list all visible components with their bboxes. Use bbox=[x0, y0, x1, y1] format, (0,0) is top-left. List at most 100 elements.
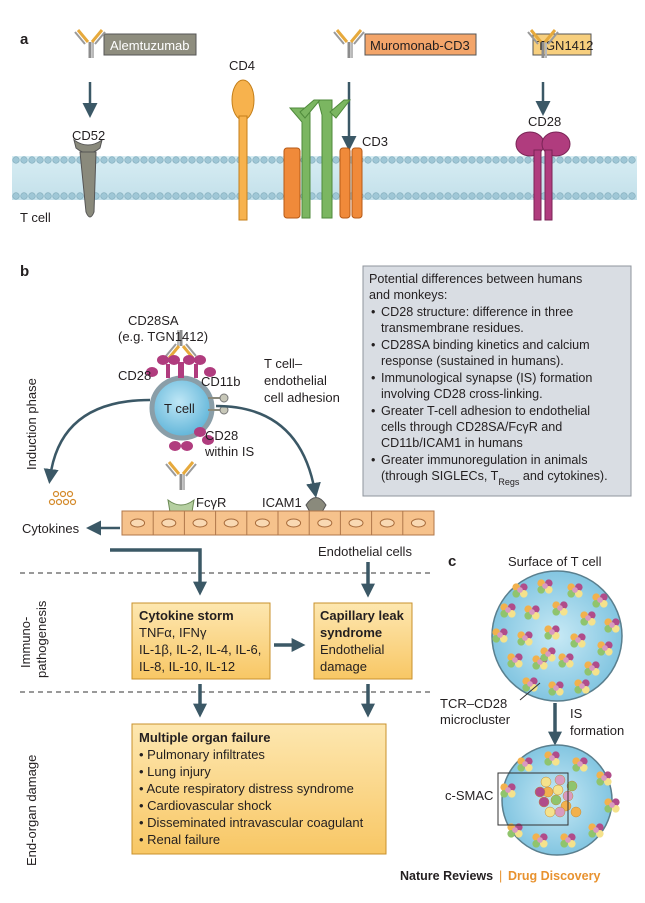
alemtuzumab-label: Alemtuzumab bbox=[110, 38, 189, 53]
cd28sa-example: (e.g. TGN1412) bbox=[118, 329, 208, 344]
differences-item-line: Immunological synapse (IS) formation bbox=[381, 371, 592, 385]
muromonab-tag bbox=[364, 33, 477, 56]
cd52-molecule-icon bbox=[73, 138, 103, 218]
cd28sa-binding-icon bbox=[146, 328, 216, 378]
capillary-leak-title1: Capillary leak bbox=[320, 608, 405, 623]
endothelial-cell-layer bbox=[121, 510, 435, 536]
cd4-label: CD4 bbox=[229, 58, 255, 73]
differences-item-line: (through SIGLECs, TRegs and cytokines). bbox=[381, 469, 608, 487]
differences-bullet: • bbox=[371, 305, 375, 319]
differences-item-line: CD28SA binding kinetics and calcium bbox=[381, 338, 590, 352]
differences-item-line: involving CD28 cross-linking. bbox=[381, 387, 543, 401]
cd4-molecule-icon bbox=[231, 79, 255, 221]
cd11b-label: CD11b bbox=[201, 374, 241, 389]
phase-induction: Induction phase bbox=[24, 378, 39, 470]
t-cell-membrane-label: T cell bbox=[20, 210, 51, 225]
microcluster-label-1: TCR–CD28 bbox=[440, 696, 507, 711]
csmac-label: c-SMAC bbox=[445, 788, 493, 803]
csmac-box bbox=[497, 772, 569, 826]
muromonab-label: Muromonab-CD3 bbox=[370, 38, 470, 53]
t-cell-label: T cell bbox=[164, 401, 195, 416]
differences-heading-1: Potential differences between humans bbox=[369, 272, 582, 286]
tcr-cd3-complex-icon bbox=[283, 99, 363, 219]
fcgr-binding-icon bbox=[164, 441, 198, 513]
fcgr-label: FcγR bbox=[196, 495, 226, 510]
cd28-molecule-icon bbox=[515, 131, 571, 221]
organ-failure-box bbox=[131, 723, 387, 855]
microcluster-label-2: microcluster bbox=[440, 712, 511, 727]
panel-b-label: b bbox=[20, 263, 29, 280]
organ-failure-item: • Acute respiratory distress syndrome bbox=[139, 781, 354, 796]
cytokine-storm-line3: IL-8, IL-10, IL-12 bbox=[139, 659, 235, 674]
cytokine-storm-box bbox=[131, 602, 271, 680]
organ-failure-item: • Pulmonary infiltrates bbox=[139, 747, 265, 762]
csmac-molecule-icon bbox=[544, 806, 556, 818]
csmac-molecule-icon bbox=[538, 796, 550, 808]
alemtuzumab-antibody-icon bbox=[73, 28, 107, 60]
phase-end-organ: End-organ damage bbox=[24, 755, 39, 866]
cd28sa-label: CD28SA bbox=[128, 313, 179, 328]
organ-failure-item: • Lung injury bbox=[139, 764, 211, 779]
b-cd28-label: CD28 bbox=[118, 368, 151, 383]
arrow-to-cytokines bbox=[43, 398, 151, 484]
csmac-molecule-icon bbox=[540, 776, 552, 788]
capillary-leak-line2: damage bbox=[320, 659, 367, 674]
cd28-within-is-line1: CD28 bbox=[205, 428, 238, 443]
cd28-within-is-line2: within IS bbox=[204, 444, 254, 459]
cytokines-label: Cytokines bbox=[22, 521, 80, 536]
cytokine-storm-line1: TNFα, IFNγ bbox=[139, 625, 207, 640]
species-differences-box bbox=[362, 265, 632, 497]
organ-failure-item: • Renal failure bbox=[139, 832, 220, 847]
differences-heading-2: and monkeys: bbox=[369, 288, 447, 302]
cytokine-particles-icon bbox=[48, 490, 77, 506]
differences-item-line: response (sustained in humans). bbox=[381, 354, 564, 368]
alemtuzumab-tag bbox=[103, 33, 197, 56]
csmac-molecule-icon bbox=[554, 774, 566, 786]
is-formation-2: formation bbox=[570, 723, 624, 738]
endothelial-label: Endothelial cells bbox=[318, 544, 412, 559]
differences-item-line: CD28 structure: difference in three bbox=[381, 305, 573, 319]
differences-bullet: • bbox=[371, 338, 375, 352]
csmac-molecule-icon bbox=[554, 806, 566, 818]
phase-pathogenesis: pathogenesis bbox=[34, 600, 49, 678]
arrow-to-cytokine-storm bbox=[110, 548, 207, 596]
is-formation-1: IS bbox=[570, 706, 583, 721]
differences-bullet: • bbox=[371, 453, 375, 467]
panel-c-label: c bbox=[448, 553, 456, 570]
arrow-to-icam1 bbox=[215, 404, 321, 498]
capillary-leak-title2: syndrome bbox=[320, 625, 382, 640]
csmac-molecule-icon bbox=[570, 806, 582, 818]
adhesion-line2: endothelial bbox=[264, 373, 327, 388]
cd3-label: CD3 bbox=[362, 134, 388, 149]
cd28-within-is-icon bbox=[194, 427, 214, 445]
credit-section: Drug Discovery bbox=[508, 869, 600, 883]
differences-bullet: • bbox=[371, 404, 375, 418]
cytokine-storm-title: Cytokine storm bbox=[139, 608, 234, 623]
credit-separator: | bbox=[499, 869, 502, 883]
adhesion-line3: cell adhesion bbox=[264, 390, 340, 405]
csmac-molecule-icon bbox=[552, 784, 564, 796]
phase-immuno: Immuno- bbox=[18, 617, 33, 668]
differences-bullet: • bbox=[371, 371, 375, 385]
icam1-label: ICAM1 bbox=[262, 495, 302, 510]
cytokine-storm-line2: IL-1β, IL-2, IL-4, IL-6, bbox=[139, 642, 261, 657]
cd28-label: CD28 bbox=[528, 114, 561, 129]
credit-journal: Nature Reviews bbox=[400, 869, 493, 883]
microcluster-pointer bbox=[519, 682, 541, 701]
organ-failure-item: • Cardiovascular shock bbox=[139, 798, 272, 813]
organ-failure-title: Multiple organ failure bbox=[139, 730, 270, 745]
differences-item-line: cells through CD28SA/FcγR and bbox=[381, 420, 562, 434]
csmac-molecule-icon bbox=[566, 780, 578, 792]
capillary-leak-line1: Endothelial bbox=[320, 642, 384, 657]
muromonab-antibody-icon bbox=[332, 28, 366, 60]
adhesion-line1: T cell– bbox=[264, 356, 303, 371]
organ-failure-item: • Disseminated intravascular coagulant bbox=[139, 815, 364, 830]
differences-item-line: Greater T-cell adhesion to endothelial bbox=[381, 404, 590, 418]
differences-item-line: Greater immunoregulation in animals bbox=[381, 453, 588, 467]
cd52-label: CD52 bbox=[72, 128, 105, 143]
differences-item-line: transmembrane residues. bbox=[381, 321, 524, 335]
icam1-icon bbox=[305, 497, 327, 513]
differences-item-line: CD11b/ICAM1 in humans bbox=[381, 436, 523, 450]
csmac-molecule-icon bbox=[550, 794, 562, 806]
